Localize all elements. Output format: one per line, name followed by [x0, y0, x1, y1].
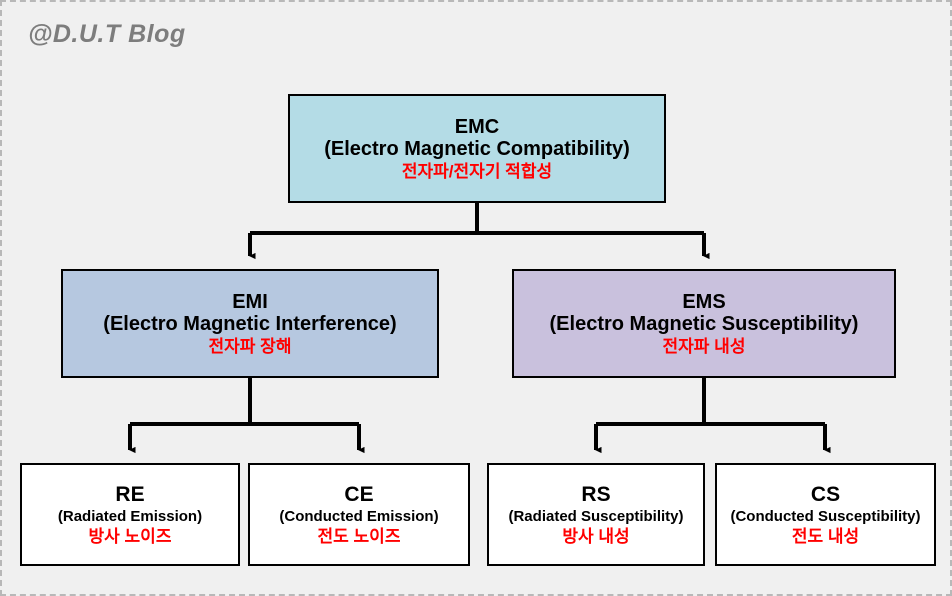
node-re-korean: 방사 노이즈: [88, 526, 172, 546]
node-re-abbr: RE: [115, 482, 145, 506]
node-emi-full-name: (Electro Magnetic Interference): [103, 313, 397, 336]
node-ce-abbr: CE: [344, 482, 374, 506]
node-rs[interactable]: RS (Radiated Susceptibility) 방사 내성: [487, 463, 705, 566]
node-cs[interactable]: CS (Conducted Susceptibility) 전도 내성: [715, 463, 936, 566]
edge-ems-to-leaves: [594, 378, 831, 454]
node-emc-abbr: EMC: [454, 115, 500, 138]
node-cs-abbr: CS: [810, 482, 841, 506]
node-re-full-name: (Radiated Emission): [57, 507, 203, 525]
edge-emi-to-leaves: [128, 378, 365, 454]
node-ems[interactable]: EMS (Electro Magnetic Susceptibility) 전자…: [512, 269, 896, 378]
node-re[interactable]: RE (Radiated Emission) 방사 노이즈: [20, 463, 240, 566]
node-ce[interactable]: CE (Conducted Emission) 전도 노이즈: [248, 463, 470, 566]
node-rs-abbr: RS: [581, 482, 611, 506]
node-emc[interactable]: EMC (Electro Magnetic Compatibility) 전자파…: [288, 94, 666, 203]
node-emi-korean: 전자파 장해: [208, 337, 292, 357]
node-ems-abbr: EMS: [682, 290, 726, 313]
node-emi[interactable]: EMI (Electro Magnetic Interference) 전자파 …: [61, 269, 439, 378]
node-emc-korean: 전자파/전자기 적합성: [401, 162, 553, 182]
node-ems-full-name: (Electro Magnetic Susceptibility): [549, 313, 859, 336]
node-emc-full-name: (Electro Magnetic Compatibility): [324, 138, 630, 161]
watermark-label: @D.U.T Blog: [28, 20, 186, 48]
node-cs-full-name: (Conducted Susceptibility): [730, 507, 921, 525]
node-ce-korean: 전도 노이즈: [317, 526, 401, 546]
edge-emc-to-level2: [248, 203, 710, 260]
node-rs-full-name: (Radiated Susceptibility): [508, 507, 684, 525]
node-emi-abbr: EMI: [232, 290, 268, 313]
node-ems-korean: 전자파 내성: [662, 337, 746, 357]
node-cs-korean: 전도 내성: [791, 526, 860, 546]
node-rs-korean: 방사 내성: [562, 526, 630, 546]
node-ce-full-name: (Conducted Emission): [279, 507, 439, 525]
